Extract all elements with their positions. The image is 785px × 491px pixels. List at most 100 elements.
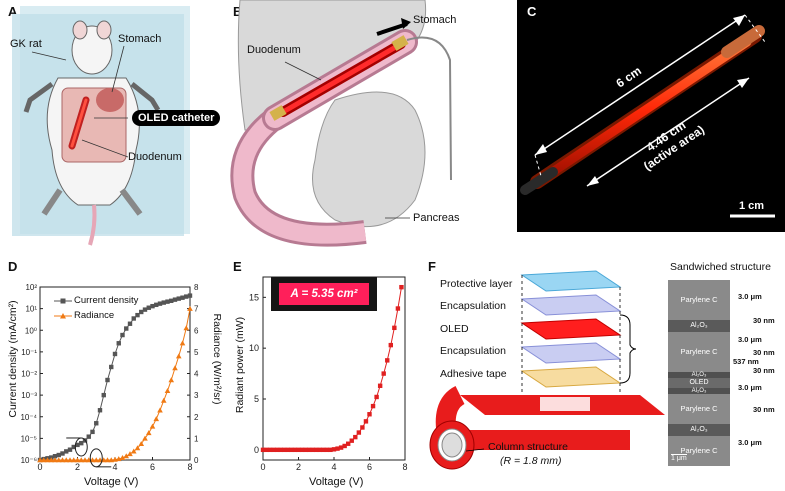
e-xtick-label: 8 (402, 462, 407, 472)
e-xtick-label: 4 (331, 462, 336, 472)
d-point-radiance (93, 457, 100, 463)
d-point-radiance (130, 448, 137, 454)
d-point-current-density (86, 434, 91, 439)
e-ytick-label: 0 (254, 445, 259, 455)
inset-photo: A = 5.35 cm² (271, 277, 377, 311)
e-point (356, 430, 362, 435)
d-point-radiance (48, 457, 55, 463)
d-point-current-density (135, 312, 140, 318)
e-ytick-label: 15 (249, 292, 259, 302)
layer-plate-oled (520, 318, 622, 340)
e-point (328, 447, 333, 453)
e-point (335, 446, 340, 451)
e-point (271, 447, 276, 453)
stack-layer-8: Al₂O₃ (668, 424, 730, 436)
d-point-radiance (78, 457, 85, 463)
d-legend-marker-current (60, 298, 66, 304)
e-point (392, 325, 397, 331)
thickness-7: 3.0 μm (738, 383, 762, 392)
d-xtick-label: 8 (187, 462, 192, 472)
e-point (346, 441, 351, 446)
d-ytick-right-label: 8 (194, 283, 199, 292)
d-point-current-density (101, 392, 106, 398)
e-point (264, 447, 269, 453)
d-point-radiance (142, 435, 148, 441)
thickness-2: 30 nm (753, 316, 775, 325)
gut-illustration (230, 0, 452, 247)
d-point-radiance (108, 457, 115, 463)
e-point (377, 383, 383, 388)
layer-plate-encapsulation-top (520, 294, 622, 316)
d-point-radiance (172, 365, 178, 371)
e-point (385, 358, 390, 363)
d-point-radiance (127, 451, 133, 457)
d-point-radiance (119, 455, 126, 461)
thickness-4: 30 nm (753, 348, 775, 357)
layer-oled: OLED (440, 323, 469, 335)
e-xlabel: Voltage (V) (309, 476, 364, 488)
e-point (285, 447, 291, 453)
panel-f-label: F (428, 259, 436, 274)
stack-layer-1: Parylene C (668, 280, 730, 320)
d-point-radiance (82, 457, 88, 463)
d-point-current-density (71, 444, 76, 450)
d-point-radiance (104, 457, 111, 463)
e-point (314, 447, 319, 453)
d-point-current-density (67, 447, 73, 452)
e-point (338, 445, 344, 450)
stack-layer-5: OLED (668, 378, 730, 388)
e-point (267, 447, 273, 453)
d-point-current-density (97, 408, 103, 413)
d-point-current-density (157, 301, 163, 306)
d-point-current-density (79, 440, 84, 446)
d-ytick-left-label: 10⁻⁴ (20, 413, 37, 422)
d-ytick-right-label: 0 (194, 456, 199, 465)
d-point-radiance (175, 353, 182, 359)
d-ytick-left-label: 10⁻⁵ (21, 434, 37, 443)
layer-stack-illustration (429, 270, 665, 470)
stack-title: Sandwiched structure (670, 261, 771, 273)
e-xtick-label: 6 (367, 462, 372, 472)
label-pancreas: Pancreas (413, 212, 460, 224)
d-xtick-label: 6 (150, 462, 155, 472)
panel-f: F Protective layer Encapsulation OLED En… (420, 255, 785, 491)
d-point-current-density (131, 316, 136, 321)
e-point (289, 447, 294, 453)
d-ytick-right-label: 7 (194, 305, 199, 314)
d-point-radiance (37, 457, 43, 463)
e-xtick-label: 0 (260, 462, 265, 472)
thickness-9: 3.0 μm (738, 438, 762, 447)
d-point-current-density (52, 453, 58, 459)
e-point (388, 342, 393, 348)
d-point-current-density (127, 321, 133, 326)
e-point (367, 412, 372, 417)
d-point-current-density (64, 449, 69, 454)
e-point (310, 447, 315, 453)
thickness-6: 30 nm (753, 366, 775, 375)
thickness-3: 3.0 μm (738, 335, 762, 344)
d-point-radiance (153, 416, 160, 422)
d-ytick-left-label: 10² (25, 283, 37, 292)
panel-b: B Duodenum Stomach Pancreas (225, 0, 510, 250)
label-duodenum-a: Duodenum (128, 151, 182, 163)
column-radius-label: (R = 1.8 mm) (500, 455, 562, 467)
legend-current-density: Current density (74, 295, 139, 306)
d-point-current-density (90, 429, 95, 435)
d-ytick-left-label: 10⁻³ (21, 391, 37, 400)
d-point-radiance (160, 397, 167, 403)
label-oled-catheter: OLED catheter (132, 110, 221, 126)
e-xtick-label: 2 (296, 462, 301, 472)
thickness-1: 3.0 μm (738, 292, 762, 301)
e-point (324, 447, 330, 453)
d-ylabel-right: Radiance (W/m²/sr) (211, 313, 223, 405)
layer-encapsulation-2: Encapsulation (440, 345, 506, 357)
d-point-radiance (40, 457, 47, 463)
d-point-current-density (60, 451, 65, 456)
d-point-radiance (74, 457, 81, 463)
d-ytick-left-label: 10⁻¹ (21, 348, 37, 357)
panel-d-label: D (8, 259, 18, 274)
e-point (399, 284, 404, 290)
d-series-line (40, 308, 191, 461)
d-point-current-density (165, 299, 170, 304)
